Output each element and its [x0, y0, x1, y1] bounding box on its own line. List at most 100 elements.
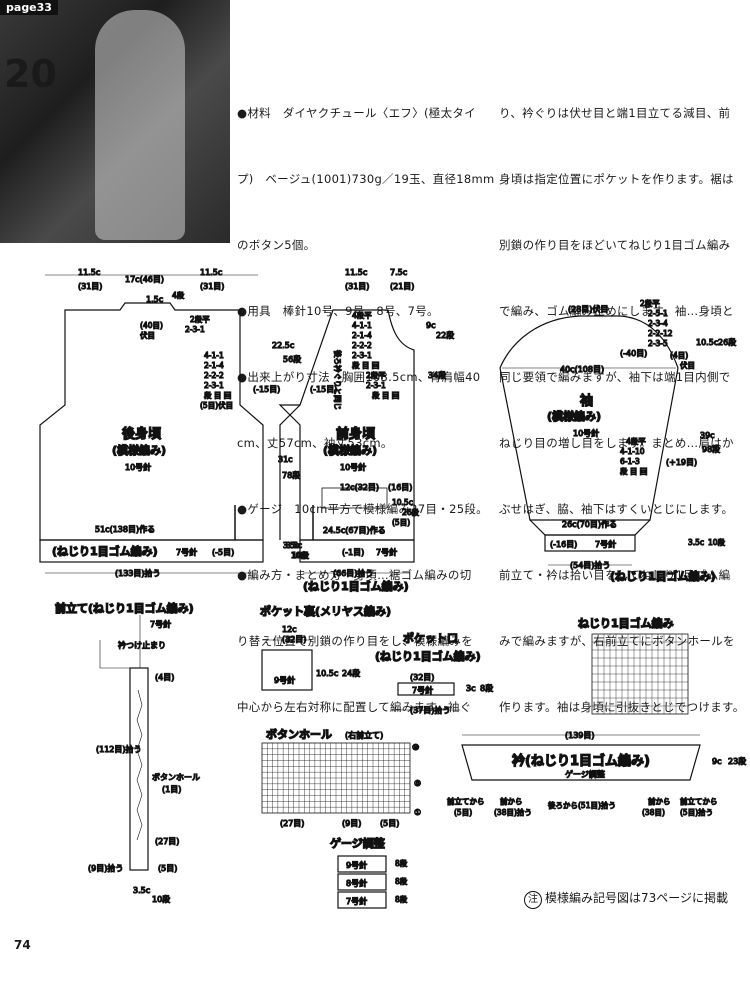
dim-label: 4-1-10: [620, 447, 645, 456]
rib-chart-title: ねじり1目ゴム編み: [578, 616, 674, 630]
buttonhole-side: (右前立て): [345, 730, 383, 740]
sleeve-diagram: (28目)伏目 2段平 2-5-1 2-3-4 2-2-12 2-3-5 (4目…: [499, 297, 737, 584]
front-title: 前身頃: [336, 426, 376, 442]
band-title: 前立て(ねじり1目ゴム編み): [55, 601, 194, 615]
dim-label: 4-1-1: [204, 351, 224, 360]
front-stitch: (模様編み): [323, 443, 377, 457]
front-needle: 10号針: [340, 462, 366, 472]
text-line: り、衿ぐりは伏せ目と端1目立てる減目、前: [499, 106, 731, 120]
dim-label: (4目): [155, 673, 174, 682]
page-number: 74: [14, 938, 31, 952]
dim-label: (28目)伏目: [568, 304, 608, 314]
band-needle: 7号針: [150, 619, 171, 629]
dim-label: (9目)拾う: [88, 863, 123, 873]
gauge-row: 7号針: [346, 896, 367, 906]
dim-label: 10段: [152, 894, 170, 904]
sleeve-title: 袖: [580, 393, 593, 409]
front-rib: (ねじり1目ゴム編み): [303, 579, 409, 593]
dim-label: 2-2-12: [648, 329, 673, 338]
dim-label: 17c(46目): [125, 275, 164, 284]
dim-label: 4-1-1: [352, 321, 372, 330]
dim-label: 10段: [291, 550, 309, 560]
pocket-lining-diagram: ポケット裏(メリヤス編み) 12c (32目) 9号針 10.5c 24段: [259, 603, 392, 691]
dim-label: 3.5c: [133, 886, 150, 895]
dim-label: 8段: [395, 858, 408, 868]
dim-label: 12c: [282, 625, 297, 634]
dim-label: 12c(32目): [340, 483, 379, 492]
gauge-adjust-title: ゲージ調整: [330, 836, 385, 850]
dim-label: (32目): [282, 635, 306, 644]
text-line: プ) ベージュ(1001)730g／19玉、直径18mm: [237, 172, 495, 186]
dim-label: (5目): [454, 808, 472, 817]
dim-label: (-15目): [310, 385, 337, 394]
dim-label: 98段: [702, 444, 720, 454]
front-cast-on: 24.5c(67目)作る: [323, 525, 386, 535]
dim-label: 3c: [466, 684, 476, 693]
row-marker: ⑤: [414, 779, 421, 788]
dim-label: 3.5c: [283, 541, 299, 550]
text-line: 中心から左右対称に配置して編みます。袖ぐ: [237, 700, 472, 714]
dim-label: 2-3-1: [366, 381, 386, 390]
dim-label: 8段: [395, 894, 408, 904]
dim-label: (4目): [670, 351, 688, 360]
text-line: cm、丈57cm、袖丈53cm。: [237, 436, 393, 450]
dim-label: 39c: [700, 431, 715, 440]
text-line: ●出来上がり寸法 胸囲103.5cm、背肩幅40: [237, 370, 481, 384]
dim-label: (31目): [345, 282, 369, 291]
dim-label: 2-2-2: [352, 341, 372, 350]
gauge-row: 9号針: [346, 860, 367, 870]
dim-label: (1目): [162, 785, 181, 794]
front-band-diagram: 前立て(ねじり1目ゴム編み) 7号針 衿つけ止まり (4目) (112目)拾う …: [54, 600, 200, 904]
dim-label: 78段: [282, 470, 300, 480]
dim-label: 7.5c: [390, 268, 407, 277]
back-rib: (ねじり1目ゴム編み): [52, 544, 158, 558]
dim-label: 3.5c: [688, 538, 704, 547]
dim-label: 34段: [428, 370, 446, 380]
text-line: ●材料 ダイヤクチュール〈エフ〉(極太タイ: [237, 106, 476, 120]
sleeve-pickup: (54目)拾う: [570, 560, 610, 570]
pocket-lining-title: ポケット裏(メリヤス編み): [260, 604, 391, 618]
sleeve-rib: (ねじり1目ゴム編み): [610, 569, 716, 583]
collar-title: 衿(ねじり1目ゴム編み): [512, 753, 650, 769]
dim-label: 3.5c: [286, 541, 302, 550]
dim-label: (38目)拾う: [494, 807, 532, 817]
dim-label: (5目)伏目: [200, 400, 233, 410]
dim-label: 2-3-1: [185, 325, 205, 334]
dim-label: 伏目: [680, 360, 695, 370]
dim-label: (37目)拾う: [410, 705, 450, 715]
band-collar-stop: 衿つけ止まり: [118, 640, 166, 650]
text-line: ●編み方・まとめ方 身頃…裾ゴム編みの切: [237, 568, 472, 582]
back-needle: 10号針: [125, 462, 151, 472]
back-title: 後身頃: [122, 426, 162, 442]
dim-label: 2-3-5: [648, 339, 668, 348]
note-circle: 注: [524, 891, 542, 909]
dim-label: 11.5c: [200, 268, 222, 277]
pocket-edge-stitch: (ねじり1目ゴム編み): [375, 649, 481, 663]
dim-label: (+19目): [666, 458, 697, 467]
note-text: 模様編み記号図は73ページに掲載: [545, 891, 729, 905]
dim-label: (21目): [390, 282, 414, 291]
dim-label: (27目): [280, 819, 304, 828]
dim-label: (-40目): [620, 349, 647, 358]
front-side-text: 後ろ衿ぐりと同じ: [333, 350, 343, 410]
dim-label: (9目): [342, 819, 361, 828]
dim-label: 26段: [718, 337, 736, 347]
pocket-edge-title: ポケット口: [403, 631, 458, 645]
dim-label: 10段: [708, 537, 726, 547]
dim-label: 24段: [342, 668, 360, 678]
back-rib-dec: (-5目): [212, 548, 234, 557]
dim-label: 9c: [712, 757, 722, 766]
instructions-right: り、衿ぐりは伏せ目と端1目立てる減目、前 身頃は指定位置にポケットを作ります。裾…: [499, 58, 745, 740]
front-body-diagram: 11.5c (31目) 7.5c (21目) 4段平 4-1-1 2-1-4 2…: [278, 267, 455, 594]
gauge-row: 8号針: [346, 878, 367, 888]
text-line: り替え位置で別鎖の作り目をし、模様編みを: [237, 634, 473, 648]
back-pickup: (133目)拾う: [115, 568, 161, 578]
dim-label: (112目)拾う: [96, 744, 142, 754]
text-line: 身頃は指定位置にポケットを作ります。裾は: [499, 172, 734, 186]
dim-label: 10段: [292, 550, 310, 560]
text-line: ねじり目の増し目をします。まとめ…肩はか: [499, 436, 734, 450]
dim-label: 1.5c: [146, 295, 163, 304]
dim-label: 4段平: [352, 310, 372, 320]
sleeve-rib-needle: 7号針: [595, 539, 616, 549]
dim-label: (-15目): [253, 385, 280, 394]
